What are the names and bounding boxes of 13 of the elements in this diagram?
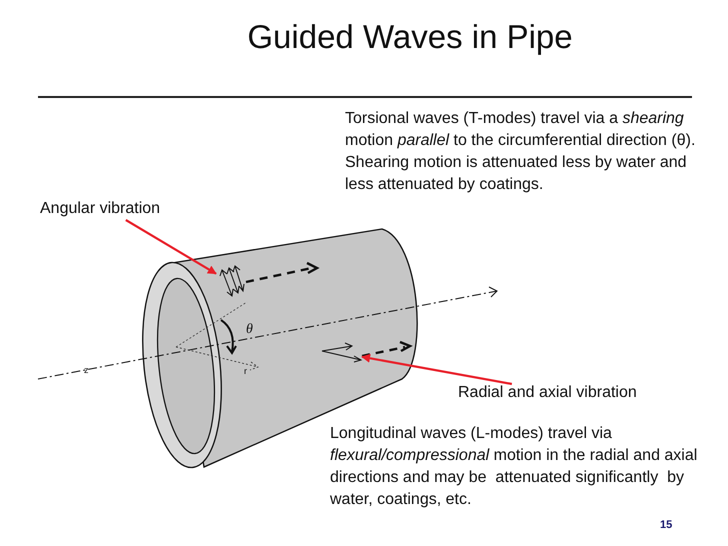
title: Guided Waves in Pipe [246,18,574,56]
axis-label: r [244,366,247,376]
axis-label: θ [246,322,253,338]
leader-arrow [125,219,217,275]
axis-label: z [84,365,88,375]
leader-arrow [361,354,512,386]
page-number: 15 [660,519,672,531]
callout-label: Radial and axial vibration [458,384,637,402]
description-text: Torsional waves (T-modes) travel via a shearing motion parallel to the circumferential direction (θ). Shearing motion is attenuated less by water and less attenuated by coatings. [345,109,696,195]
radial-axial-arrows [322,342,362,362]
angular-vibration-arrows [220,265,244,297]
description-text: Longitudinal waves (L-modes) travel via flexural/compressional motion in the radial and axial directions and may be attenuated significantly by water, coatings, etc. [330,424,698,510]
callout-label: Angular vibration [40,200,160,218]
